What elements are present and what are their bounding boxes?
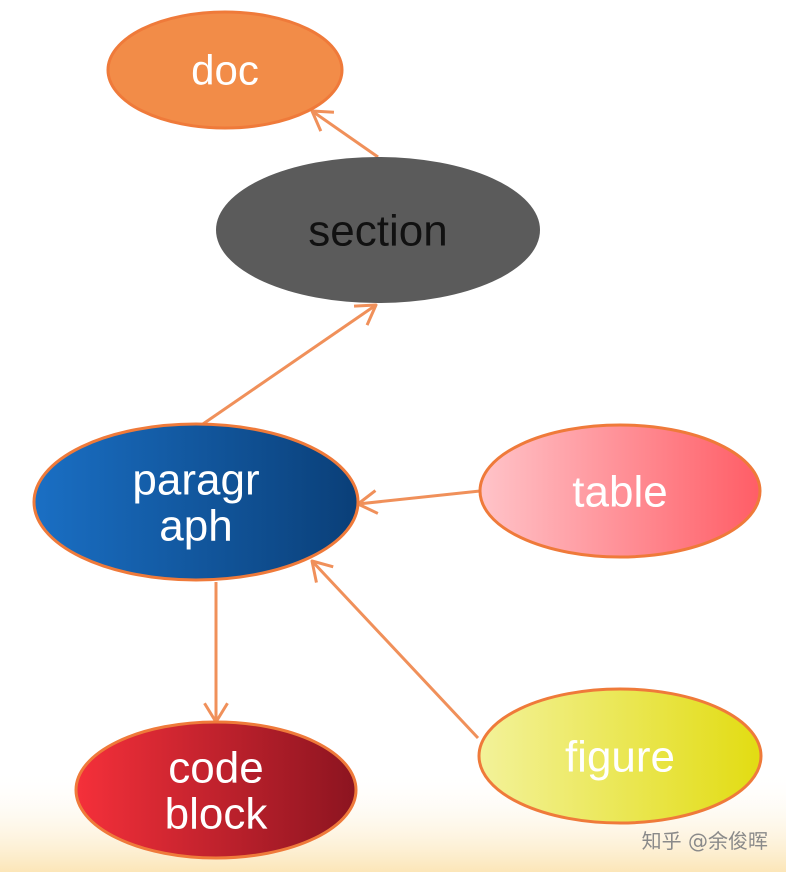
- node-section: section: [216, 157, 540, 303]
- node-doc: doc: [106, 10, 344, 130]
- figure-label-line: figure: [565, 732, 675, 781]
- section-label-line: section: [308, 206, 447, 255]
- edge-figure-to-paragraph: [310, 559, 480, 740]
- node-figure-label: figure: [565, 732, 675, 781]
- paragraph-label-line: aph: [159, 502, 232, 551]
- arrowhead: [310, 559, 334, 583]
- arrowhead: [310, 109, 335, 132]
- edge-section-to-doc: [311, 109, 379, 159]
- node-table-label: table: [572, 467, 667, 516]
- code-block-label-line: code: [168, 743, 263, 792]
- node-section-label: section: [308, 206, 447, 255]
- paragraph-label-line: paragr: [132, 455, 259, 504]
- node-table: table: [478, 423, 762, 559]
- watermark-text: 知乎 @余俊晖: [641, 829, 768, 853]
- node-doc-label: doc: [191, 47, 259, 94]
- table-label-line: table: [572, 467, 667, 516]
- node-figure: figure: [477, 687, 763, 825]
- edge-paragraph-to-section: [199, 303, 377, 428]
- doc-label-line: doc: [191, 47, 259, 94]
- arrowhead: [353, 303, 378, 326]
- code-block-label-line: block: [165, 790, 269, 839]
- edge-table-to-paragraph: [357, 489, 481, 506]
